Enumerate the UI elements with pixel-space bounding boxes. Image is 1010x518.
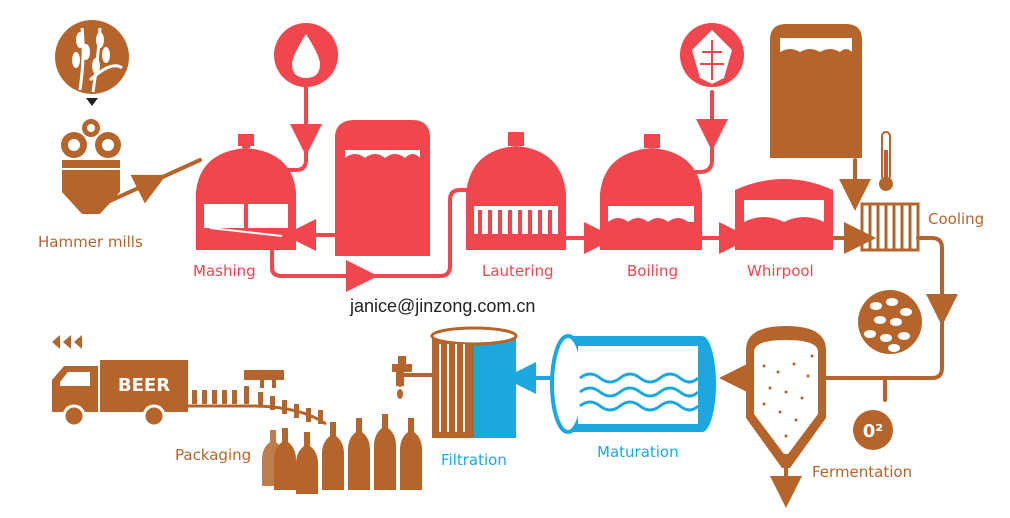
whirlpool-tank bbox=[735, 179, 833, 250]
cold-water-tank bbox=[770, 24, 862, 158]
mashing-tun bbox=[196, 134, 296, 250]
label-whirpool: Whirpool bbox=[747, 262, 814, 280]
label-hammer-mills: Hammer mills bbox=[38, 233, 143, 251]
lautering-tun bbox=[466, 132, 566, 250]
label-filtration: Filtration bbox=[441, 451, 507, 469]
pipe-filtration-tap bbox=[398, 373, 434, 387]
thermometer-icon bbox=[879, 131, 893, 191]
pipes bbox=[88, 78, 958, 508]
label-boiling: Boiling bbox=[627, 262, 678, 280]
beer-bottles bbox=[262, 414, 422, 494]
label-mashing: Mashing bbox=[193, 262, 256, 280]
wheat-icon bbox=[55, 20, 129, 94]
tap-icon bbox=[392, 356, 412, 399]
conveyor-bottles bbox=[188, 370, 327, 426]
watermark-email: janice@jinzong.com.cn bbox=[350, 296, 536, 316]
hammer-mill bbox=[61, 119, 121, 214]
oxygen-icon: 0² bbox=[853, 410, 893, 450]
label-lautering: Lautering bbox=[482, 262, 554, 280]
cooling-exchanger bbox=[860, 202, 920, 252]
boiling-kettle bbox=[600, 134, 702, 250]
yeast-icon bbox=[858, 290, 922, 354]
maturation-tank bbox=[550, 334, 716, 434]
label-cooling: Cooling bbox=[928, 210, 985, 228]
filtration-tank bbox=[430, 326, 518, 438]
beer-truck: BEER bbox=[52, 360, 188, 428]
label-fermentation: Fermentation bbox=[812, 463, 913, 481]
pipe-mash-to-lauter bbox=[270, 188, 472, 278]
hot-water-tank bbox=[335, 120, 430, 256]
hop-icon bbox=[680, 23, 744, 87]
label-packaging: Packaging bbox=[175, 446, 252, 464]
down-arrow-icon bbox=[86, 98, 98, 106]
oxygen-text: 0² bbox=[863, 421, 883, 442]
label-maturation: Maturation bbox=[597, 443, 679, 461]
fermentation-tank bbox=[746, 326, 826, 468]
arrows-left-icon bbox=[52, 335, 82, 349]
water-drop-icon bbox=[274, 23, 338, 87]
truck-text: BEER bbox=[118, 375, 170, 396]
